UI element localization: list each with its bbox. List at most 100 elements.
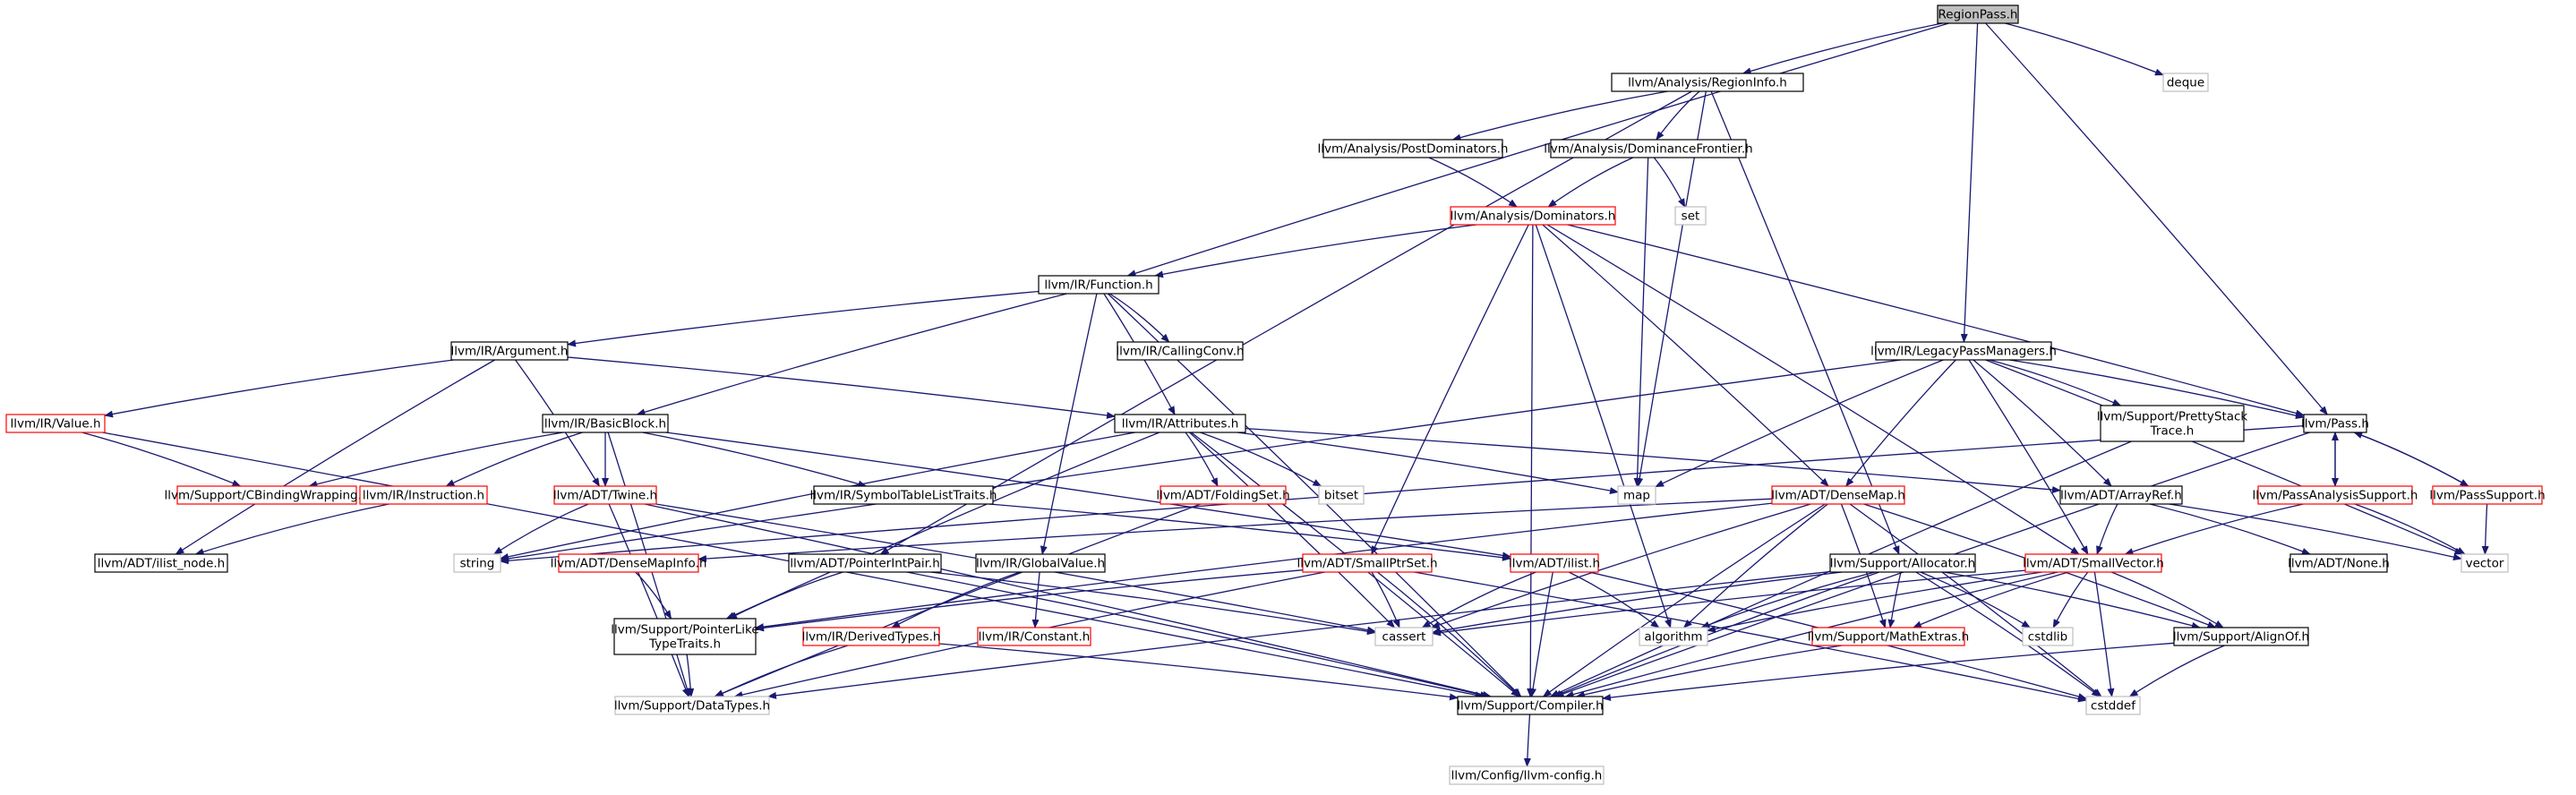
node-regioninfo[interactable]: llvm/Analysis/RegionInfo.h [1611,73,1804,92]
edge-dominators-to-function [1154,224,1477,278]
edge-pointerintpair-to-compiler [906,571,1490,698]
edge-basicblock-to-ilist [665,432,1511,560]
node-compiler[interactable]: llvm/Support/Compiler.h [1457,696,1604,715]
edge-globalvalue-to-constant [1031,571,1040,628]
node-datatypes[interactable]: llvm/Support/DataTypes.h [614,696,770,715]
edge-densemap-to-compiler [1542,503,1826,697]
node-label: llvm/PassSupport.h [2429,489,2545,503]
node-cbinding[interactable]: llvm/Support/CBindingWrapping.h [165,485,370,505]
node-label: deque [2167,76,2204,90]
node-arrayref[interactable]: llvm/ADT/ArrayRef.h [2059,485,2183,505]
edge-passsupport-to-pass [2353,432,2469,487]
node-alignof[interactable]: llvm/Support/AlignOf.h [2173,627,2309,646]
edges-layer [81,22,2489,767]
edge-regionpass-to-deque [2005,22,2164,76]
node-densemapinfo[interactable]: llvm/ADT/DenseMapInfo.h [551,553,707,573]
node-passanalysis[interactable]: llvm/PassAnalysisSupport.h [2253,485,2418,505]
node-label: llvm/ADT/Twine.h [553,489,657,503]
node-box [553,485,657,505]
edge-passanalysis-to-vector [2354,503,2466,555]
node-box [1302,553,1433,573]
node-regionpass[interactable]: RegionPass.h [1937,4,2019,24]
node-label: llvm/IR/GlobalValue.h [976,557,1105,571]
node-cassert[interactable]: cassert [1374,627,1433,646]
node-mathextras[interactable]: llvm/Support/MathExtras.h [1808,627,1969,646]
node-symtab[interactable]: llvm/IR/SymbolTableListTraits.h [810,485,997,505]
edge-densemap-to-densemapinfo [697,498,1773,562]
edge-allocator-to-algorithm [1700,571,1875,628]
edge-legacypm-to-pass [2009,359,2305,420]
node-argument[interactable]: llvm/IR/Argument.h [450,341,569,361]
node-string[interactable]: string [453,553,501,573]
node-cstdlib[interactable]: cstdlib [2022,627,2074,646]
node-label: llvm/IR/Argument.h [451,345,569,359]
node-label: llvm/Support/Compiler.h [1457,699,1603,714]
node-vector[interactable]: vector [2460,553,2509,573]
edge-regioninfo-to-allocator [1710,90,1900,555]
node-instruction[interactable]: llvm/IR/Instruction.h [359,485,488,505]
node-label: vector [2466,557,2504,571]
node-pointerintpair[interactable]: llvm/ADT/PointerIntPair.h [788,553,942,573]
node-bitset[interactable]: bitset [1318,485,1365,505]
node-label: llvm/Support/PointerLike [611,623,758,637]
node-allocator[interactable]: llvm/Support/Allocator.h [1829,553,1976,573]
node-densemap[interactable]: llvm/ADT/DenseMap.h [1771,485,1905,505]
node-dominators[interactable]: llvm/Analysis/Dominators.h [1450,206,1616,226]
node-box [1617,485,1656,505]
edge-pointerintpair-to-ptrlike [728,571,843,620]
node-callingconv[interactable]: llvm/IR/CallingConv.h [1116,341,1245,361]
node-function[interactable]: llvm/IR/Function.h [1038,275,1160,295]
edge-attributes-to-cassert [1189,432,1396,628]
edge-dominators-to-smallptrset [1371,224,1529,555]
edge-twine-to-compiler [644,503,1492,698]
node-label: TypeTraits.h [648,637,721,652]
node-box [1611,73,1804,92]
node-box [1160,485,1287,505]
edge-dominators-to-compiler [1527,224,1535,697]
node-twine[interactable]: llvm/ADT/Twine.h [553,485,657,505]
node-basicblock[interactable]: llvm/IR/BasicBlock.h [542,414,669,433]
node-box [1450,206,1616,226]
node-smallptrset[interactable]: llvm/ADT/SmallPtrSet.h [1297,553,1438,573]
node-value[interactable]: llvm/IR/Value.h [5,414,106,433]
node-ilist[interactable]: llvm/ADT/ilist.h [1509,553,1600,573]
node-label: llvm/Analysis/DominanceFrontier.h [1544,142,1752,157]
edge-smallptrset-to-cstddef [1414,571,2087,703]
edge-allocator-to-alignof [1943,571,2201,629]
edge-ptrlike-to-datatypes [686,654,695,697]
node-smallvector[interactable]: llvm/ADT/SmallVector.h [2023,553,2164,573]
node-legacypm[interactable]: llvm/IR/LegacyPassManagers.h [1870,341,2057,361]
node-box [1038,275,1160,295]
node-attributes[interactable]: llvm/IR/Attributes.h [1114,414,1246,433]
node-label: string [460,557,495,571]
node-pass[interactable]: llvm/Pass.h [2301,414,2369,433]
node-none[interactable]: llvm/ADT/None.h [2288,553,2390,573]
node-box [1449,765,1605,785]
node-llvmconfig[interactable]: llvm/Config/llvm-config.h [1449,765,1605,785]
node-foldingset[interactable]: llvm/ADT/FoldingSet.h [1156,485,1290,505]
node-label: algorithm [1644,630,1702,645]
node-domfrontier[interactable]: llvm/Analysis/DominanceFrontier.h [1544,139,1753,158]
node-map[interactable]: map [1617,485,1656,505]
edge-dominators-to-smallvector [1546,224,2080,555]
node-label: llvm/IR/Function.h [1044,278,1152,293]
node-algorithm[interactable]: algorithm [1639,627,1708,646]
node-ilistnode[interactable]: llvm/ADT/ilist_node.h [94,553,228,573]
node-set[interactable]: set [1674,206,1707,226]
edge-basicblock-to-symtab [642,432,868,488]
node-globalvalue[interactable]: llvm/IR/GlobalValue.h [975,553,1106,573]
node-box [5,414,106,433]
node-passsupport[interactable]: llvm/PassSupport.h [2429,485,2546,505]
node-postdom[interactable]: llvm/Analysis/PostDominators.h [1318,139,1509,158]
node-constant[interactable]: llvm/IR/Constant.h [977,627,1091,646]
node-box [359,485,488,505]
edge-smallvector-to-algorithm [1707,571,2042,633]
node-derivedtypes[interactable]: llvm/IR/DerivedTypes.h [802,627,941,646]
node-deque[interactable]: deque [2162,73,2209,92]
node-label: llvm/IR/DerivedTypes.h [802,630,941,645]
edge-mathextras-to-compiler [1575,645,1843,698]
node-cstddef[interactable]: cstddef [2085,696,2141,715]
edge-smallptrset-to-cassert [1371,571,1400,628]
